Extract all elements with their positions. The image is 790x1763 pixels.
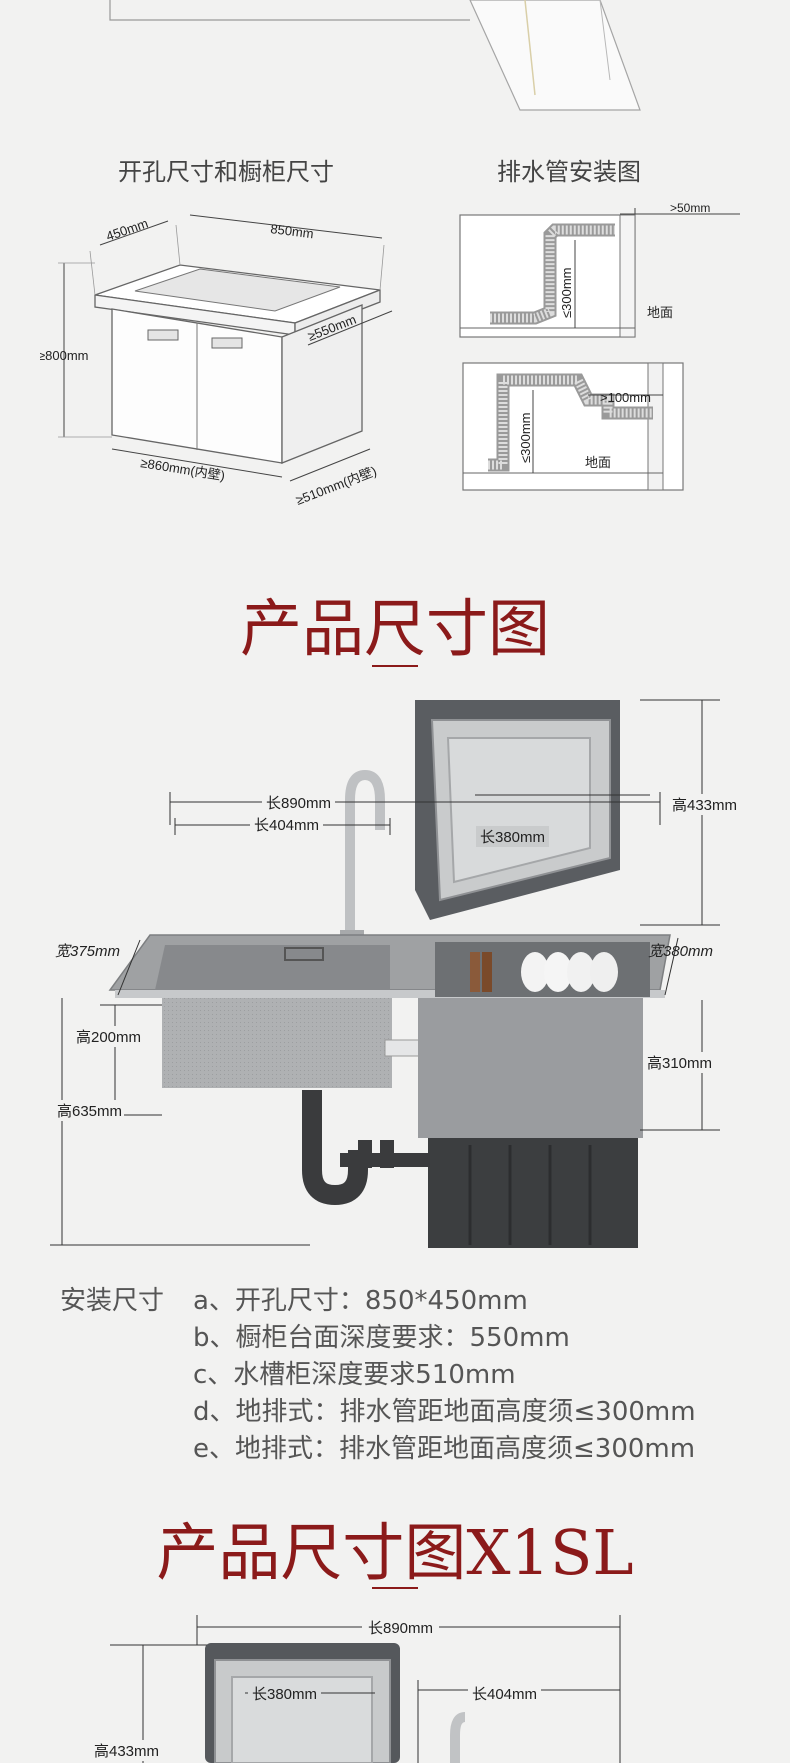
- pipe1-dim-300: ≤300mm: [559, 268, 574, 318]
- sink-dishwasher-illustration: [50, 699, 720, 1248]
- install-spec-e: e、地排式：排水管距地面高度须≤300mm: [193, 1434, 696, 1464]
- dim-860: ≥860mm(内壁): [140, 455, 226, 483]
- drain-pipe-diagram-1: >50mm ≤300mm 地面: [459, 201, 740, 338]
- dim-length-890: 长890mm: [262, 792, 336, 813]
- drain-pipe-diagram-2: >100mm ≤300mm 地面: [462, 362, 684, 491]
- section-title-x1sl: 产品尺寸图X1SL: [156, 1516, 634, 1589]
- dim-width-380: 宽380mm: [648, 943, 714, 960]
- x1sl-dim-length-890: 长890mm: [362, 1617, 440, 1638]
- x1sl-dim-length-380: 长380mm: [248, 1683, 322, 1704]
- x1sl-dim-length-404: 长404mm: [468, 1683, 542, 1704]
- section-title-product-dimensions: 产品尺寸图: [239, 592, 550, 665]
- caption-cutout-cabinet: 开孔尺寸和橱柜尺寸: [118, 158, 334, 186]
- install-spec-c: c、水槽柜深度要求510mm: [193, 1360, 516, 1390]
- dim-height-310: 高310mm: [645, 1052, 715, 1073]
- dim-length-404: 长404mm: [250, 814, 324, 835]
- install-spec-b: b、橱柜台面深度要求：550mm: [193, 1323, 570, 1353]
- dim-510: ≥510mm(内壁): [294, 463, 379, 508]
- cabinet-diagram: 450mm 850mm ≥800mm ≥550mm ≥860mm(内壁) ≥51…: [40, 214, 393, 508]
- title-underline: [372, 665, 418, 667]
- pipe1-floor: 地面: [647, 305, 673, 320]
- install-spec-a: a、开孔尺寸：850*450mm: [193, 1286, 528, 1316]
- dim-height-200: 高200mm: [74, 1026, 144, 1047]
- dim-850: 850mm: [270, 221, 315, 241]
- pipe1-dim-50: >50mm: [670, 201, 710, 215]
- title-underline-x1sl: [372, 1587, 418, 1589]
- caption-drain-pipe: 排水管安装图: [497, 158, 641, 186]
- dim-height-635: 高635mm: [55, 1100, 125, 1121]
- install-spec-d: d、地排式：排水管距地面高度须≤300mm: [193, 1397, 696, 1427]
- top-partial-illustration: [109, 0, 641, 111]
- pipe2-dim-300: ≤300mm: [518, 413, 533, 463]
- x1sl-dim-height-433: 高433mm: [92, 1740, 162, 1761]
- dim-width-375: 宽375mm: [55, 943, 121, 960]
- pipe2-dim-100: >100mm: [600, 390, 651, 405]
- install-spec-label: 安装尺寸: [60, 1286, 165, 1316]
- dim-450: 450mm: [104, 216, 150, 244]
- dim-800: ≥800mm: [40, 348, 88, 363]
- pipe2-floor: 地面: [585, 455, 611, 470]
- dim-height-433: 高433mm: [670, 794, 740, 815]
- dim-length-380: 长380mm: [476, 826, 550, 847]
